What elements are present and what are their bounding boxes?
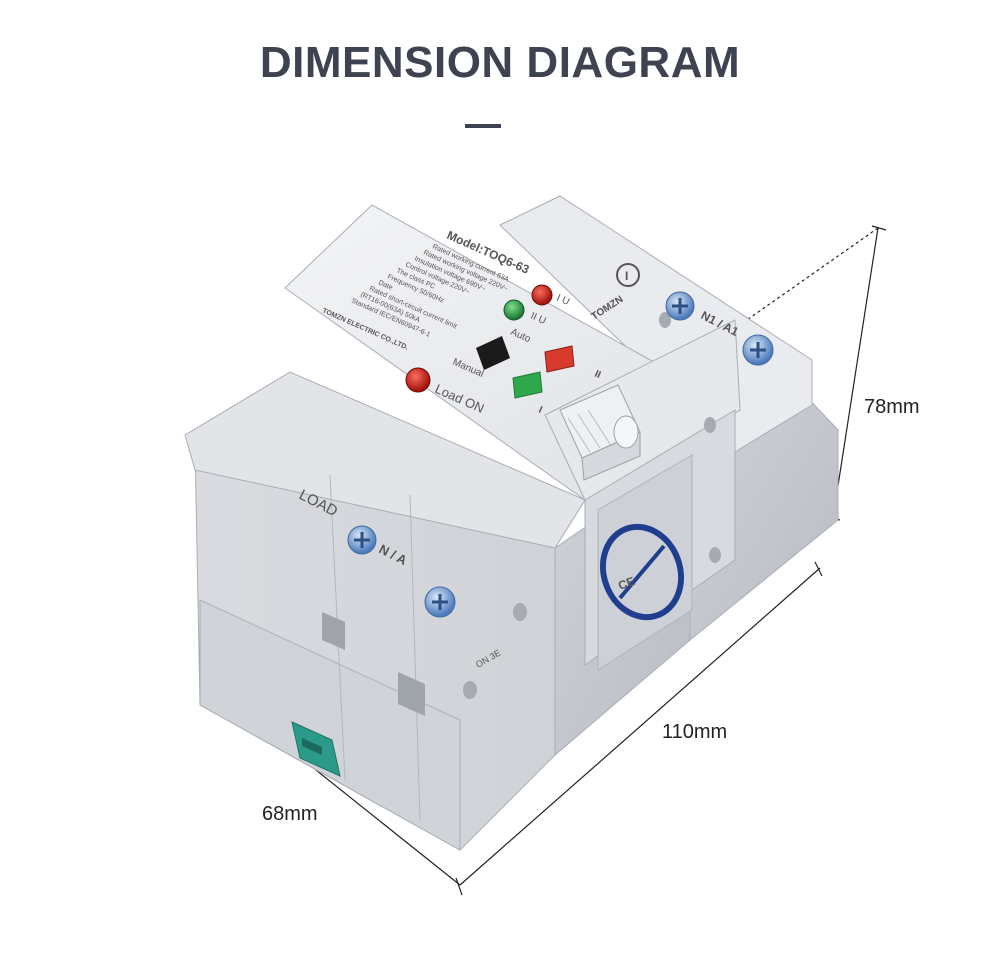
green-button bbox=[512, 371, 543, 399]
screw-icon bbox=[665, 291, 695, 321]
page-title: DIMENSION DIAGRAM bbox=[259, 38, 741, 87]
indicator-i-light bbox=[531, 284, 553, 306]
seal-label: CE bbox=[616, 574, 636, 593]
mounting-holes bbox=[463, 312, 721, 699]
title-underline bbox=[465, 124, 501, 128]
din-rail-clip bbox=[291, 721, 341, 777]
terminal-screws bbox=[347, 291, 774, 618]
length-tick-left bbox=[455, 877, 463, 896]
indicator-ii-light bbox=[503, 299, 525, 321]
power-symbol-label: I bbox=[625, 269, 628, 283]
indicator-i-label: I U bbox=[555, 293, 571, 308]
screw-icon bbox=[347, 525, 377, 555]
length-dimension-label: 110mm bbox=[662, 721, 728, 743]
mode-controls bbox=[476, 336, 575, 399]
power-symbol-icon bbox=[616, 263, 640, 287]
red-button bbox=[544, 345, 575, 373]
switch-pos-ii-label: II bbox=[593, 369, 603, 381]
height-dimension-label: 78mm bbox=[864, 396, 920, 418]
length-tick-right bbox=[814, 561, 823, 577]
switch-pos-i-label: I bbox=[537, 405, 544, 416]
height-dimension-line bbox=[832, 227, 879, 519]
mode-selector-switch bbox=[476, 336, 510, 370]
device-body bbox=[184, 195, 839, 851]
screw-icon bbox=[742, 334, 774, 366]
dimension-lines bbox=[220, 225, 887, 896]
screw-icon bbox=[424, 586, 456, 618]
indicator-lights bbox=[405, 284, 553, 393]
certification-seal-icon bbox=[599, 523, 685, 621]
height-tick-top bbox=[871, 225, 887, 231]
switch-handle bbox=[559, 384, 641, 481]
length-dimension-line bbox=[459, 567, 821, 886]
width-dimension-label: 68mm bbox=[262, 803, 318, 825]
load-on-light bbox=[405, 367, 431, 393]
front-slots bbox=[322, 612, 425, 716]
